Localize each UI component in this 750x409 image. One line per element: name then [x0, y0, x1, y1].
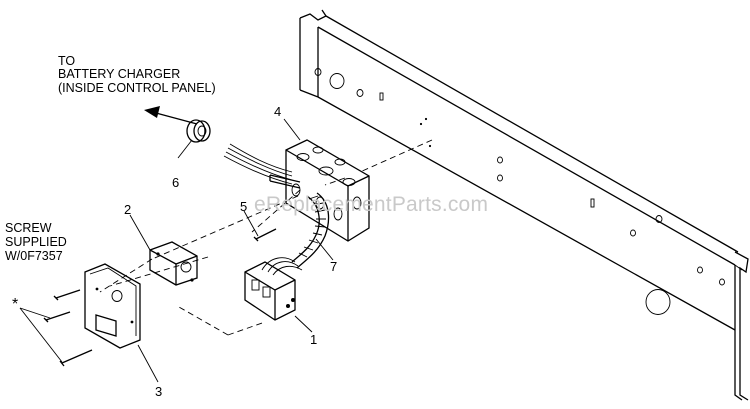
callout-5: 5 — [240, 199, 248, 214]
receptacle — [244, 257, 303, 321]
assembly-lines — [99, 139, 433, 336]
grommet — [186, 119, 211, 143]
leader-lines — [19, 118, 334, 383]
callout-2: 2 — [124, 202, 132, 217]
frame-rail — [299, 9, 749, 401]
callout-6: 6 — [172, 175, 180, 190]
callout-7: 7 — [330, 259, 338, 274]
screw-label-line3: W/0F7357 — [5, 249, 63, 263]
callout-3: 3 — [155, 384, 163, 399]
outlet-device — [149, 241, 198, 286]
charger-label-line2: BATTERY CHARGER — [58, 67, 181, 81]
charger-label-line1: TO — [58, 54, 76, 68]
asterisk-marker: * — [12, 296, 19, 313]
callout-1: 1 — [310, 332, 318, 347]
callout-4: 4 — [274, 104, 282, 119]
screws — [43, 228, 277, 367]
screw-label-line1: SCREW — [5, 221, 52, 235]
charger-wires — [223, 143, 301, 189]
junction-box — [285, 139, 370, 242]
cover-plate — [84, 263, 141, 349]
charger-label-line3: (INSIDE CONTROL PANEL) — [58, 81, 216, 95]
watermark: eReplacementParts.com — [254, 193, 489, 216]
screw-label-line2: SUPPLIED — [5, 235, 67, 249]
direction-arrow — [144, 106, 198, 125]
flex-conduit — [291, 192, 330, 269]
